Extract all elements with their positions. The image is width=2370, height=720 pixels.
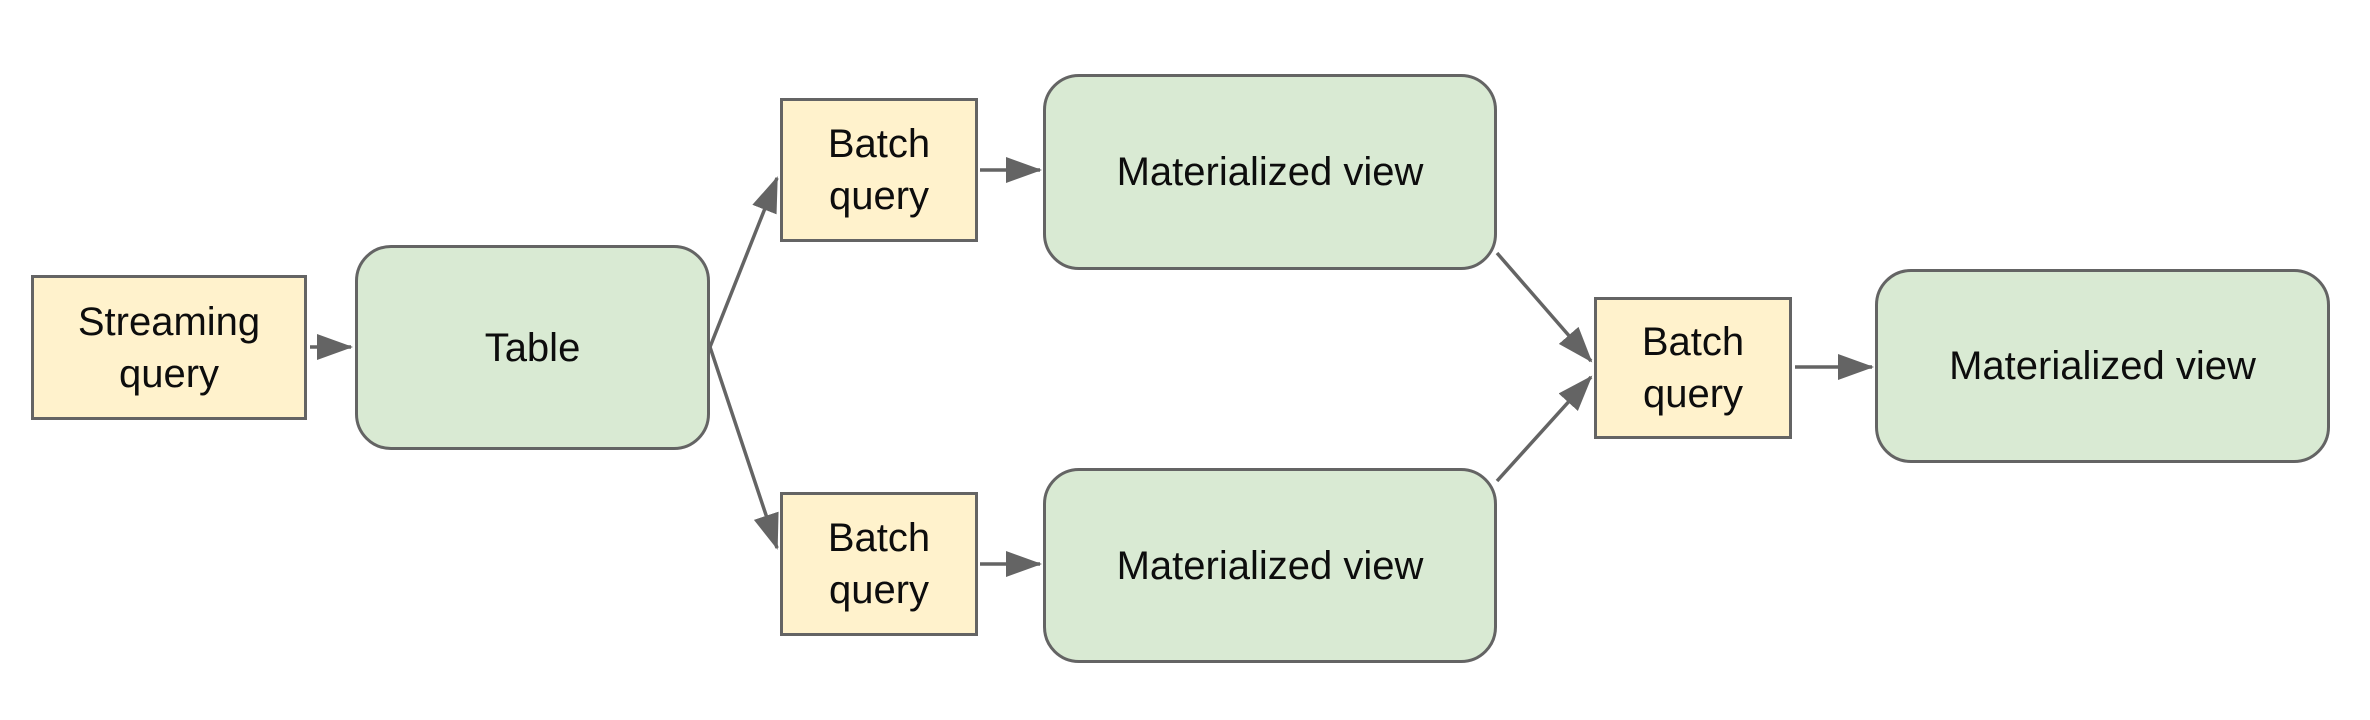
edge-table-to-batch-bottom xyxy=(708,346,779,550)
node-materialized-view-bottom: Materialized view xyxy=(1043,468,1497,663)
node-materialized-view-top: Materialized view xyxy=(1043,74,1497,270)
node-materialized-view-right: Materialized view xyxy=(1875,269,2330,463)
node-batch-query-bottom-label: Batch query xyxy=(827,516,931,612)
node-batch-query-right: Batch query xyxy=(1594,297,1792,439)
node-materialized-view-bottom-label: Materialized view xyxy=(1116,543,1424,588)
node-batch-query-top-label: Batch query xyxy=(827,122,931,218)
node-table: Table xyxy=(355,245,710,450)
node-batch-query-bottom: Batch query xyxy=(780,492,978,636)
edge-mv-top-to-batch-right xyxy=(1495,251,1593,363)
node-streaming-query: Streaming query xyxy=(31,275,307,420)
node-batch-query-right-label: Batch query xyxy=(1641,320,1745,416)
node-batch-query-top: Batch query xyxy=(780,98,978,242)
node-streaming-query-label: Streaming query xyxy=(77,299,261,396)
node-materialized-view-top-label: Materialized view xyxy=(1116,150,1424,194)
node-materialized-view-right-label: Materialized view xyxy=(1949,344,2256,388)
edge-table-to-batch-top xyxy=(708,176,779,348)
edge-mv-bottom-to-batch-right xyxy=(1495,375,1593,483)
node-table-label: Table xyxy=(484,325,581,370)
